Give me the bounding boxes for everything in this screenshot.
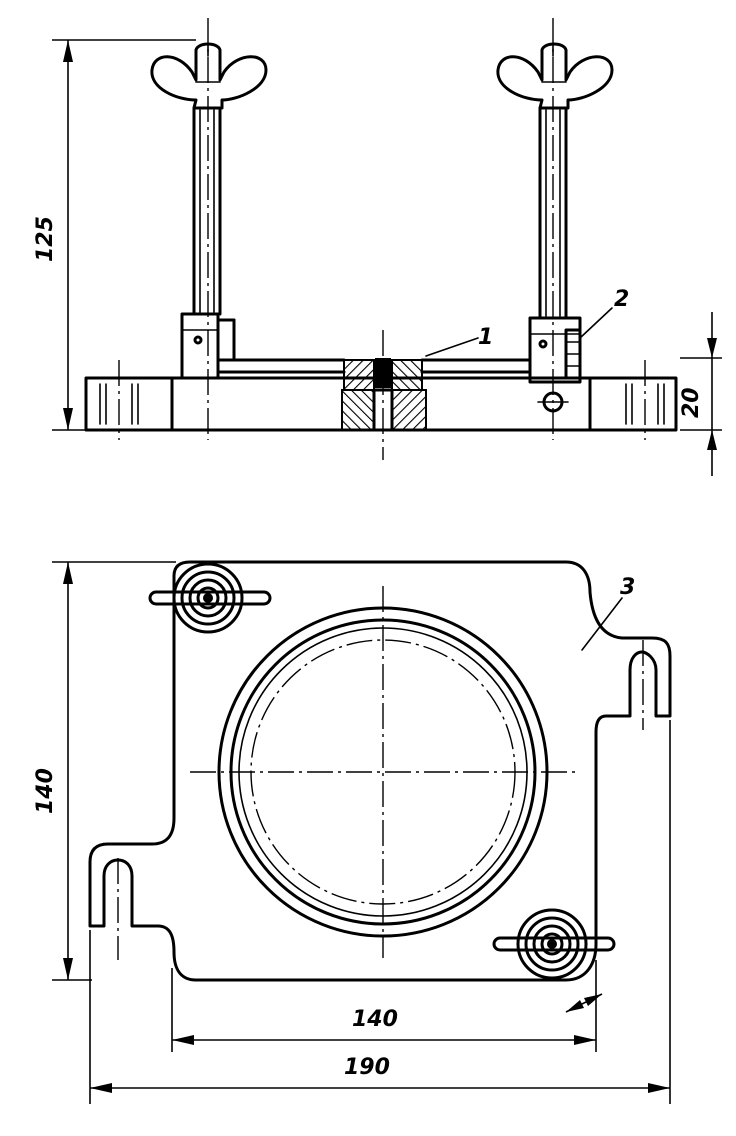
front-callouts: 1 2	[425, 287, 629, 357]
left-clamp-column	[150, 18, 268, 440]
plan-ring	[190, 586, 578, 958]
dim-base-thickness-label: 20	[679, 387, 704, 418]
plan-view: 3 140 140	[33, 560, 672, 1104]
dim-plate-depth: 140	[33, 561, 176, 981]
left-wing-nut	[150, 42, 268, 110]
callout-3: 3	[620, 575, 635, 600]
callout-1: 1	[478, 325, 493, 350]
dim-height-overall: 125	[33, 39, 196, 431]
right-wing-nut	[496, 42, 614, 110]
front-view: 1 2 125 20	[33, 18, 722, 476]
dim-plate-width: 190	[89, 720, 671, 1104]
dim-slot-spacing-label: 140	[352, 1007, 398, 1032]
plan-callouts: 3	[581, 575, 635, 651]
dim-slot-spacing: 140	[171, 960, 597, 1052]
dim-plate-width-label: 190	[344, 1055, 390, 1080]
dim-plate-depth-label: 140	[33, 768, 58, 814]
crossbar-rod	[216, 358, 532, 374]
plan-plate-outline	[88, 560, 672, 982]
dim-base-thickness: 20	[679, 312, 722, 476]
center-hub-section	[341, 330, 427, 460]
right-clamp-column	[496, 18, 614, 440]
dim-height-overall-label: 125	[33, 216, 58, 262]
plan-wing-nut-left	[148, 562, 272, 634]
plan-wing-nut-right	[492, 908, 616, 980]
callout-2: 2	[614, 287, 629, 312]
